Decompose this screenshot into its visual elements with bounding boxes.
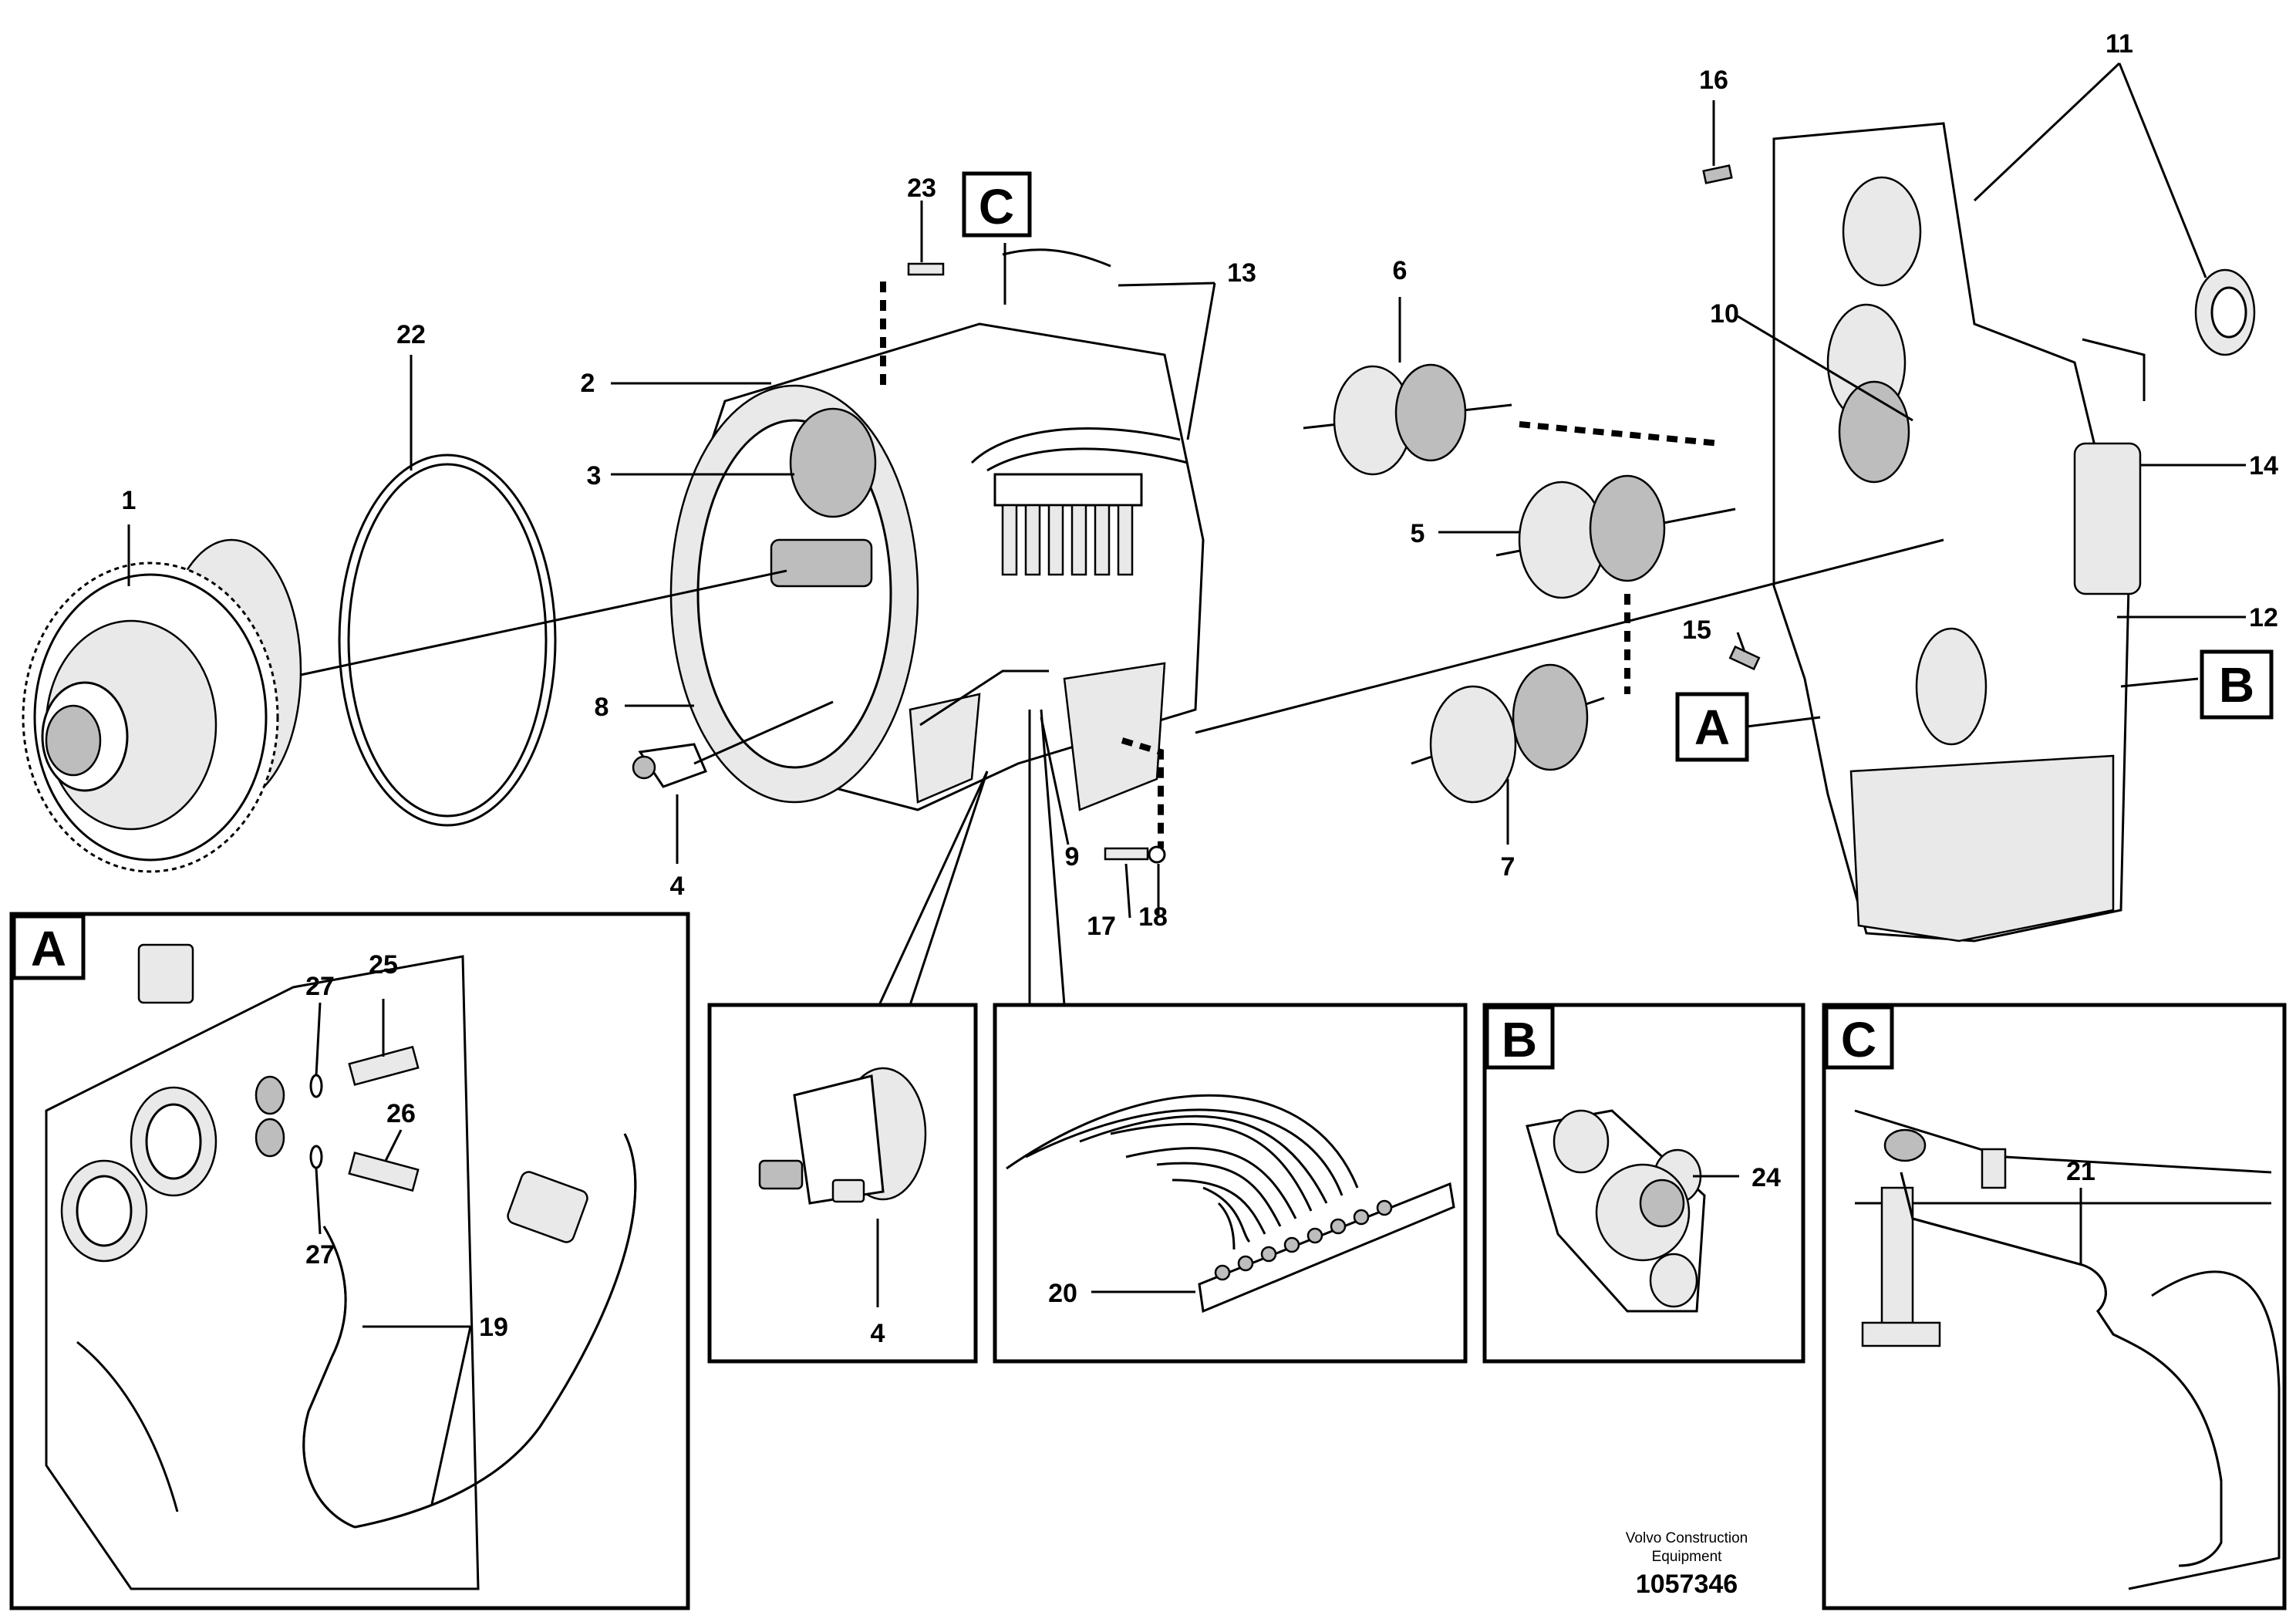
dowel-pin-16 xyxy=(1702,164,1733,184)
shaft-assembly-6 xyxy=(1303,363,1512,476)
callout-27-upper: 27 xyxy=(305,972,335,1001)
detail-view-a: A 27 25 26 27 19 xyxy=(9,912,690,1610)
o-ring-seal xyxy=(338,454,557,827)
callout-4-main: 4 xyxy=(670,872,685,901)
callout-14: 14 xyxy=(2249,451,2278,481)
callout-2: 2 xyxy=(581,369,595,398)
callout-5: 5 xyxy=(1411,519,1425,548)
publisher-footer: Volvo Construction Equipment 1057346 xyxy=(1626,1530,1748,1599)
callout-21: 21 xyxy=(2066,1157,2095,1186)
callout-6: 6 xyxy=(1393,256,1408,285)
callout-15: 15 xyxy=(1682,615,1711,645)
dowel-pin-15 xyxy=(1728,645,1761,671)
callout-27-lower: 27 xyxy=(305,1240,335,1270)
callout-17: 17 xyxy=(1087,912,1116,941)
callout-18: 18 xyxy=(1138,902,1168,932)
shaft-assembly-5 xyxy=(1495,474,1736,599)
callout-8: 8 xyxy=(595,693,609,722)
callout-20: 20 xyxy=(1048,1279,1077,1308)
shaft-assembly-7 xyxy=(1411,663,1605,804)
detail-view-c: C 21 xyxy=(1822,1003,2287,1610)
detail-c-letter: C xyxy=(1841,1012,1876,1067)
detail-a-letter: A xyxy=(31,921,66,976)
brand-line-2: Equipment xyxy=(1652,1549,1723,1565)
callout-13: 13 xyxy=(1227,258,1256,288)
callout-1: 1 xyxy=(122,486,137,515)
callout-25: 25 xyxy=(369,950,398,980)
view-marker-a-letter: A xyxy=(1694,700,1730,755)
view-marker-a-main: A xyxy=(1675,692,1749,762)
callout-3: 3 xyxy=(587,461,602,491)
detail-b-letter: B xyxy=(1502,1012,1537,1067)
view-marker-c-main: C xyxy=(962,171,1032,238)
oil-filter xyxy=(2073,338,2146,595)
view-marker-c-letter: C xyxy=(979,179,1014,234)
detail-view-b: B 24 xyxy=(1482,1003,1805,1364)
callout-26: 26 xyxy=(386,1099,416,1128)
callout-11: 11 xyxy=(2106,29,2133,59)
transmission-housing xyxy=(669,248,1205,811)
document-number: 1057346 xyxy=(1636,1570,1738,1599)
gearbox-rear-housing xyxy=(1772,122,2130,943)
callout-12: 12 xyxy=(2249,603,2278,632)
detail-view-cable-harness: 20 xyxy=(993,1003,1468,1364)
torque-converter xyxy=(22,538,302,873)
callout-9: 9 xyxy=(1065,842,1080,872)
view-marker-b-letter: B xyxy=(2219,657,2254,713)
callout-22: 22 xyxy=(396,320,426,349)
callout-19: 19 xyxy=(479,1313,508,1342)
callout-16: 16 xyxy=(1699,66,1728,95)
callout-7: 7 xyxy=(1501,852,1515,882)
washer-18 xyxy=(1148,845,1166,864)
screw-17 xyxy=(1104,847,1149,861)
callout-24: 24 xyxy=(1752,1163,1781,1192)
callout-10: 10 xyxy=(1710,299,1739,329)
brand-line-1: Volvo Construction xyxy=(1626,1530,1748,1546)
callout-23: 23 xyxy=(907,174,936,203)
speed-sensor xyxy=(632,743,708,788)
seal-cover xyxy=(2194,268,2256,356)
solenoid-valve-block xyxy=(993,473,1143,576)
view-marker-b-main: B xyxy=(2200,649,2274,720)
screw-23 xyxy=(907,262,945,276)
detail-view-sensor: 4 xyxy=(707,1003,978,1364)
callout-4-detail: 4 xyxy=(871,1319,885,1348)
